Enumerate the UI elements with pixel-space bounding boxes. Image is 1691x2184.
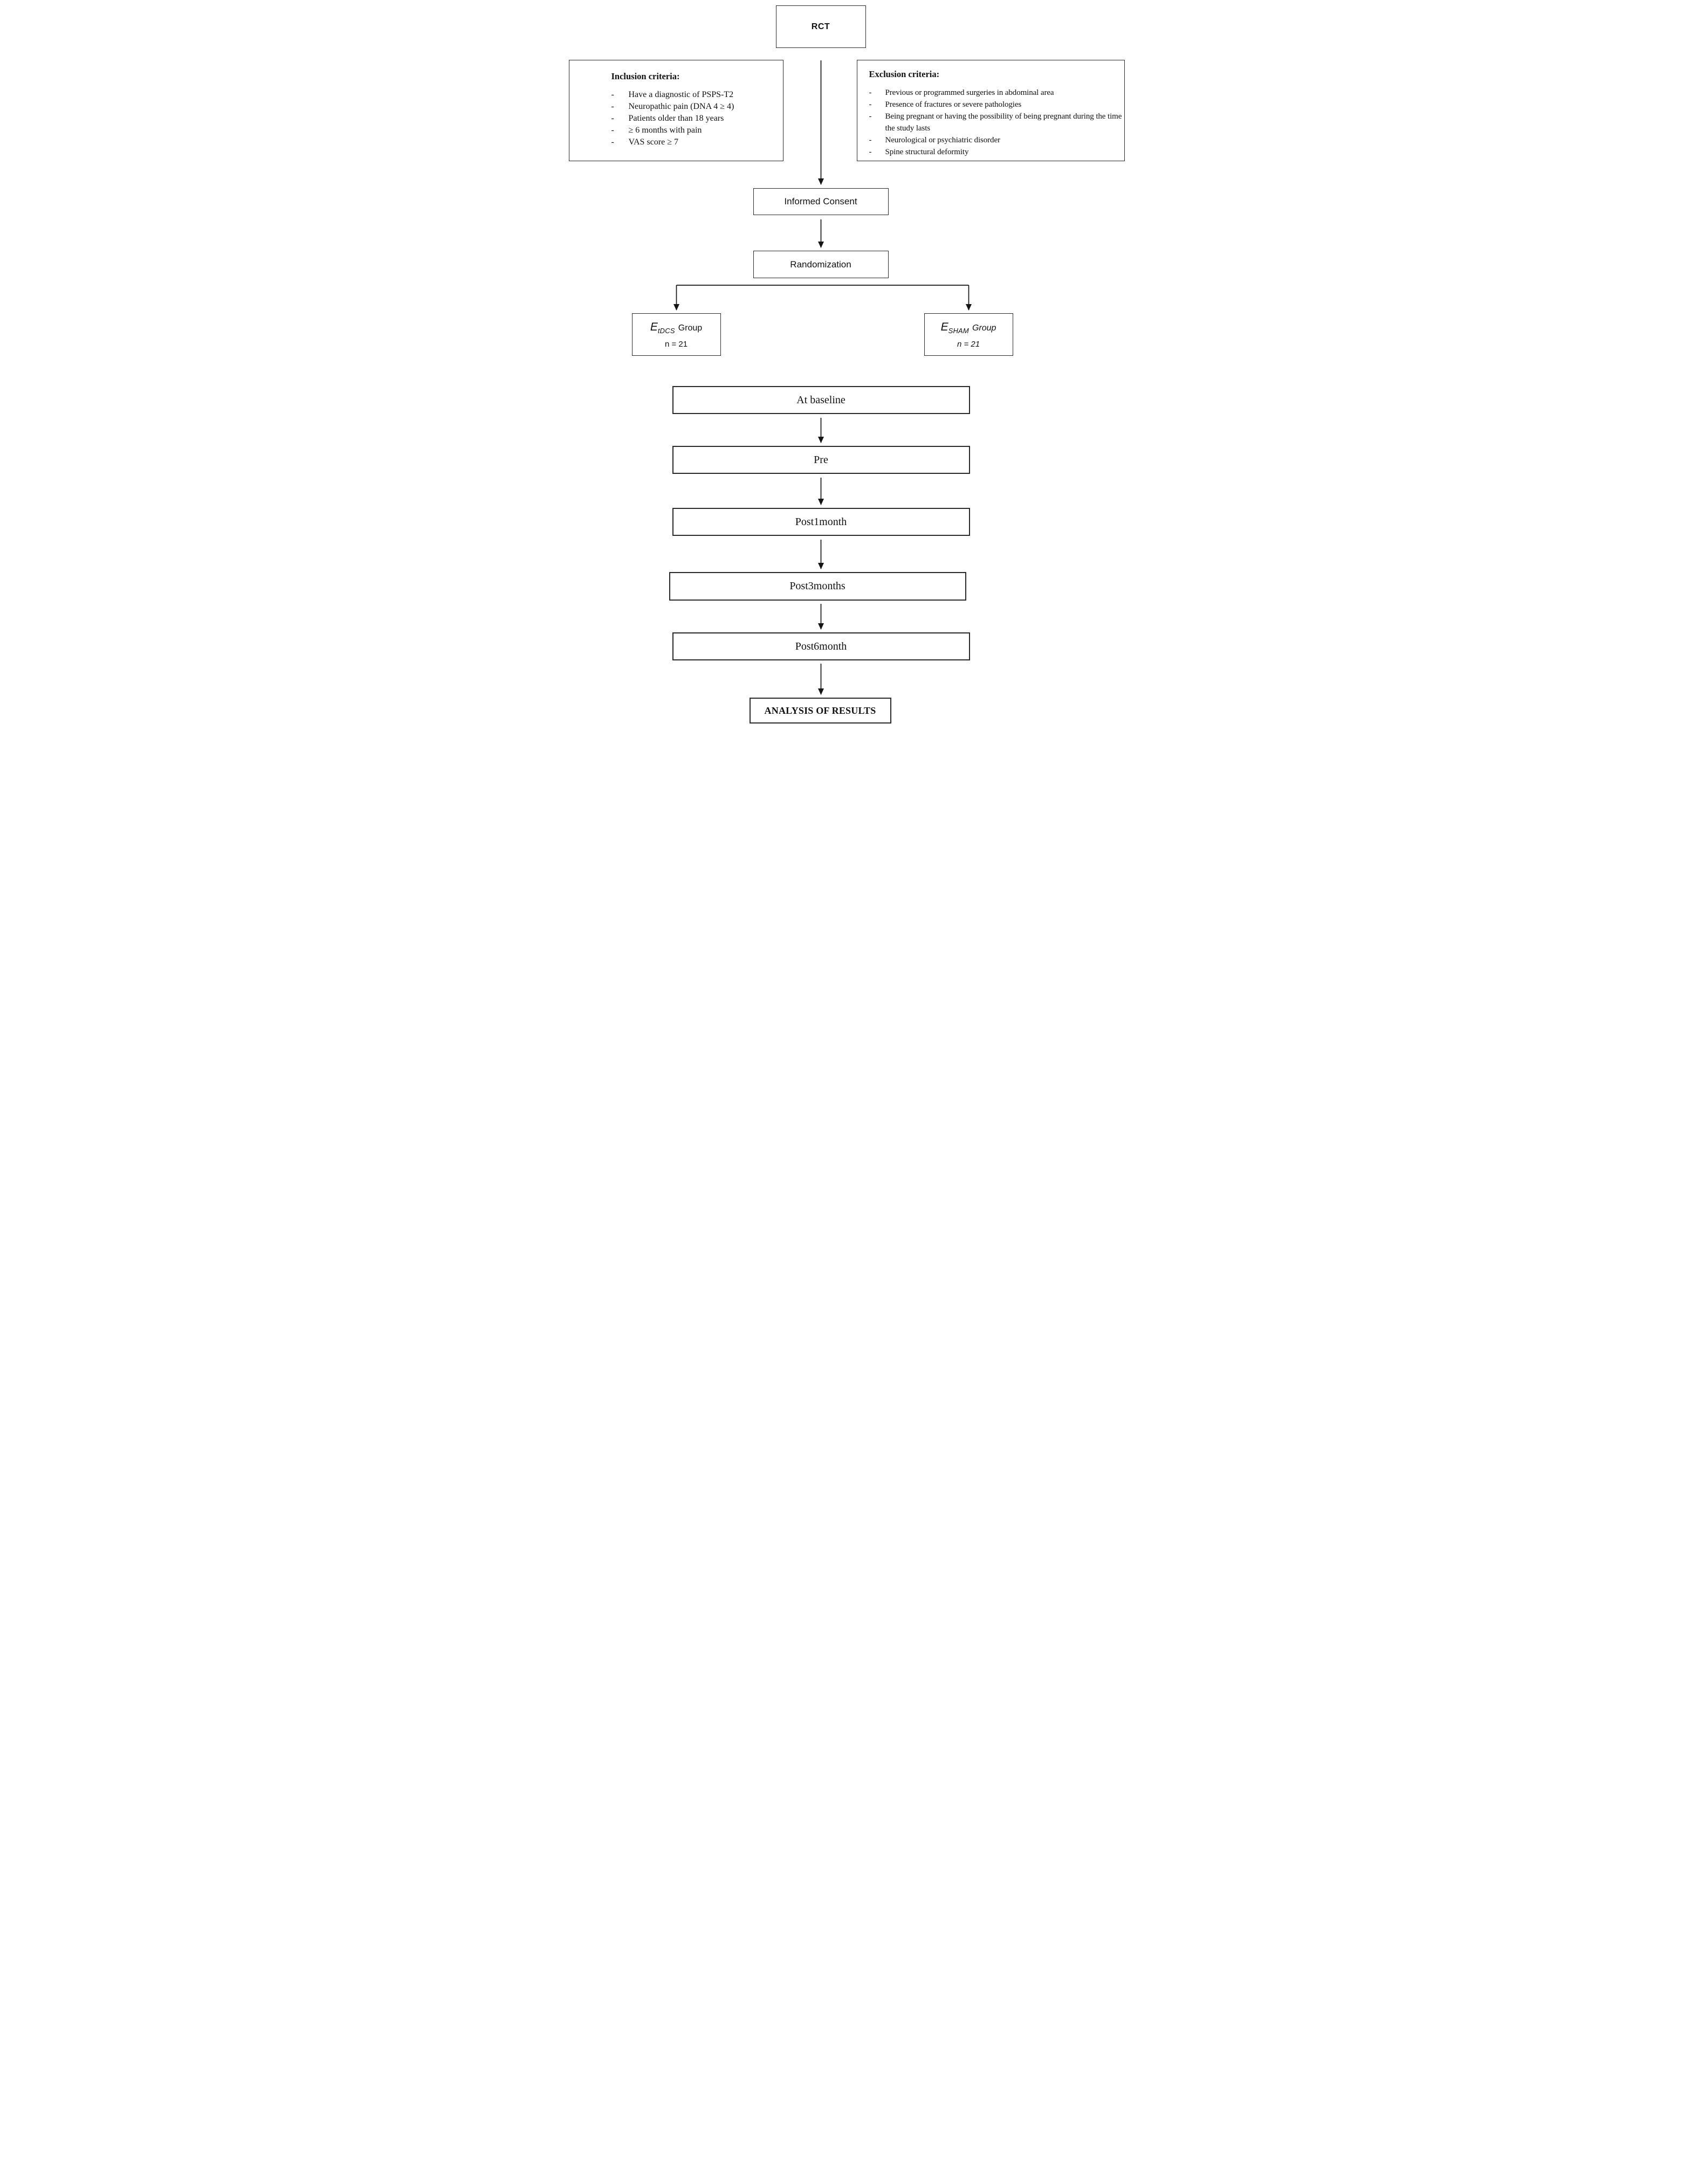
post6month-label: Post6month [795,640,847,652]
flow-diagram: RCT Inclusion criteria: - Have a diagnos… [563,0,1128,728]
esham-e: E [940,320,948,333]
informed-consent-label: Informed Consent [784,196,857,206]
exclusion-item-text: Previous or programmed surgeries in abdo… [885,88,1054,97]
bullet-dash: - [611,102,614,111]
inclusion-item: - VAS score ≥ 7 [611,136,779,148]
etdcs-e: E [650,320,658,333]
bullet-dash: - [611,114,614,123]
etdcs-subscript: tDCS [657,326,675,335]
bullet-dash: - [611,137,614,147]
inclusion-item-text: Patients older than 18 years [628,114,724,123]
esham-group-word: Group [972,323,996,333]
exclusion-item-text: Being pregnant or having the possibility… [885,112,1122,133]
inclusion-item-text: Neuropathic pain (DNA 4 ≥ 4) [628,102,734,111]
post1month-label: Post1month [795,515,847,528]
rct-box: RCT [775,5,866,48]
exclusion-heading: Exclusion criteria: [869,69,940,79]
post3months-label: Post3months [789,580,846,592]
inclusion-item: - Have a diagnostic of PSPS-T2 [611,89,779,101]
esham-sample-size: n = 21 [957,339,980,349]
bullet-dash: - [611,90,614,99]
informed-consent-box: Informed Consent [753,188,889,215]
bullet-dash: - [869,100,872,109]
at-baseline-label: At baseline [796,394,846,406]
exclusion-item: - Being pregnant or having the possibili… [869,111,1123,134]
inclusion-criteria-box: Inclusion criteria: - Have a diagnostic … [568,60,783,161]
bullet-dash: - [869,112,872,121]
at-baseline-box: At baseline [672,386,970,414]
inclusion-item: - ≥ 6 months with pain [611,125,779,136]
exclusion-item-text: Spine structural deformity [885,148,969,156]
etdcs-sample-size: n = 21 [664,339,688,349]
exclusion-item: - Spine structural deformity [869,146,1123,158]
inclusion-heading: Inclusion criteria: [611,71,680,81]
inclusion-item-text: VAS score ≥ 7 [628,137,678,147]
bullet-dash: - [869,148,872,156]
rct-label: RCT [811,22,830,31]
exclusion-item-text: Presence of fractures or severe patholog… [885,100,1022,109]
pre-box: Pre [672,446,970,474]
post6month-box: Post6month [672,632,970,660]
inclusion-list: - Have a diagnostic of PSPS-T2 - Neuropa… [611,89,779,148]
inclusion-item-text: ≥ 6 months with pain [628,126,702,135]
exclusion-item: - Presence of fractures or severe pathol… [869,99,1123,111]
esham-subscript: SHAM [948,326,969,335]
bullet-dash: - [869,136,872,144]
exclusion-item: - Previous or programmed surgeries in ab… [869,87,1123,99]
pre-label: Pre [814,453,828,466]
post3months-box: Post3months [669,572,966,601]
bullet-dash: - [869,88,872,97]
inclusion-item: - Patients older than 18 years [611,113,779,125]
exclusion-item: - Neurological or psychiatric disorder [869,134,1123,146]
exclusion-list: - Previous or programmed surgeries in ab… [869,87,1123,158]
etdcs-group-word: Group [678,323,703,333]
post1month-box: Post1month [672,508,970,536]
exclusion-item-text: Neurological or psychiatric disorder [885,136,1001,144]
analysis-of-results-label: ANALYSIS OF RESULTS [764,705,876,716]
randomization-box: Randomization [753,251,889,278]
analysis-of-results-box: ANALYSIS OF RESULTS [749,698,891,724]
inclusion-item: - Neuropathic pain (DNA 4 ≥ 4) [611,101,779,113]
inclusion-item-text: Have a diagnostic of PSPS-T2 [628,90,734,99]
bullet-dash: - [611,126,614,135]
exclusion-criteria-box: Exclusion criteria: - Previous or progra… [856,60,1125,161]
randomization-label: Randomization [790,259,851,270]
